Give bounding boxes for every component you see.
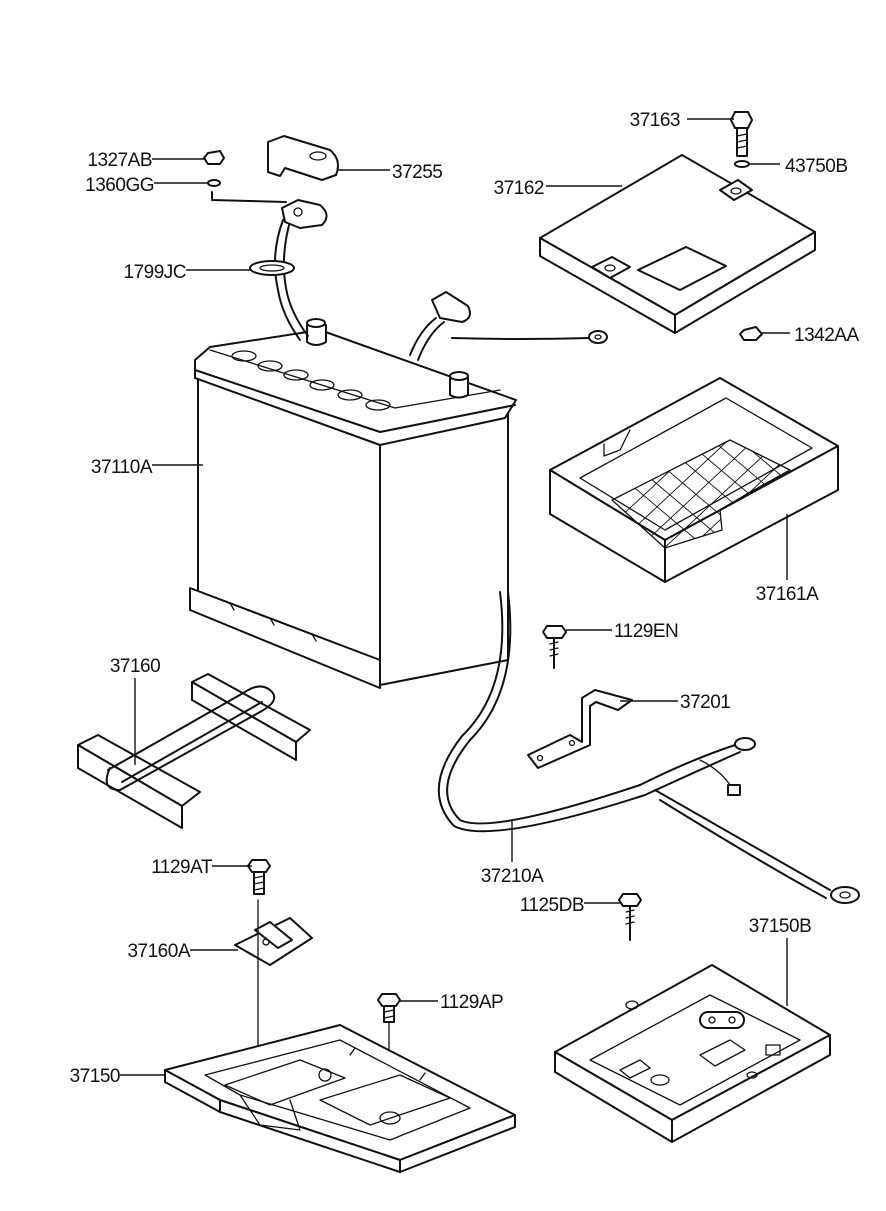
washer-43750B-icon [734,160,750,168]
label-1125DB: 1125DB [520,895,584,916]
terminal-cover-37255 [267,135,339,181]
label-37150B: 37150B [749,916,812,937]
leader-lines [120,118,790,1076]
label-37255: 37255 [392,162,442,183]
label-37162: 37162 [494,178,544,199]
label-43750B: 43750B [785,156,848,177]
label-37160A: 37160A [127,941,190,962]
positive-cable [211,191,328,341]
part-labels: 1327AB 1360GG 37255 1799JC 37110A 37163 … [70,110,860,1087]
label-1799JC: 1799JC [124,262,187,283]
battery-tray-37161A [549,377,839,583]
label-1327AB: 1327AB [87,150,152,171]
battery-cover-37162 [539,154,816,334]
label-1129EN: 1129EN [614,621,678,642]
label-1129AT: 1129AT [151,857,213,878]
clamp-37160A [234,899,313,1101]
label-37163: 37163 [630,110,680,131]
bolt-1125DB-icon [618,893,642,941]
label-37210A: 37210A [481,866,544,887]
label-1129AP: 1129AP [440,992,503,1013]
bolt-1129EN-icon [542,625,567,669]
battery-tray-37150B [554,964,831,1143]
hold-down-37160 [77,673,311,829]
label-1342AA: 1342AA [794,325,859,346]
battery-cable-37210A [437,591,860,904]
label-37201: 37201 [680,692,730,713]
label-37160: 37160 [110,656,160,677]
negative-lead [409,291,608,361]
nut-1327AB-icon [203,150,225,165]
label-37150: 37150 [70,1066,120,1087]
bracket-37201 [527,689,633,769]
bolt-37163-icon [730,111,753,157]
nut-1342AA-icon [739,326,763,341]
bolt-1129AT-icon [247,859,271,895]
washer-1360GG-icon [207,179,221,187]
label-37110A: 37110A [91,457,153,478]
battery-37110A [189,318,517,689]
battery-tray-37150 [164,1024,516,1173]
label-1360GG: 1360GG [85,175,154,196]
label-37161A: 37161A [756,584,819,605]
